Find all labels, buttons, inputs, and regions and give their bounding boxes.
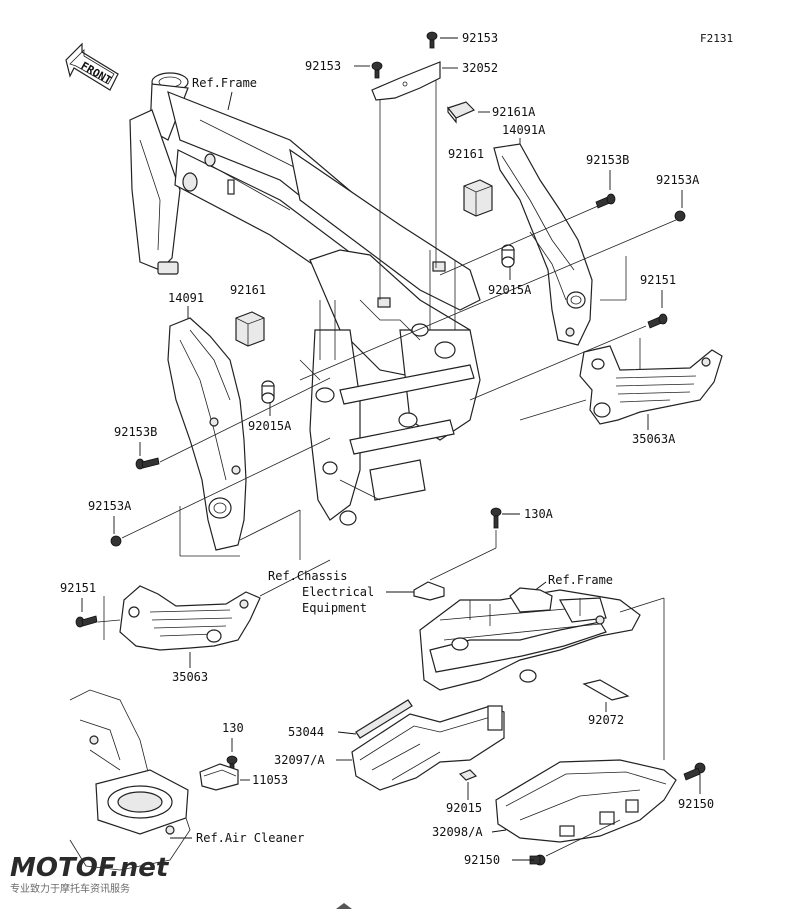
label-92072: 92072 <box>588 713 624 727</box>
label-53044: 53044 <box>288 725 324 739</box>
bolt-92153B-left <box>135 457 160 470</box>
ref-chassis-line1: Ref.Chassis <box>268 569 347 583</box>
bolt-92153-left <box>371 61 383 79</box>
pad-92161-right <box>463 179 493 217</box>
label-35063A: 35063A <box>632 432 676 446</box>
label-92015A-left: 92015A <box>248 419 292 433</box>
ref-frame-top: Ref.Frame <box>192 76 257 90</box>
footrest-bracket-35063A <box>579 345 723 425</box>
tray-32098A <box>495 759 677 843</box>
bolt-92150-right <box>683 762 706 781</box>
bolt-92150-bottom <box>529 854 546 866</box>
bracket-11053 <box>199 763 239 791</box>
label-92161-left: 92161 <box>230 283 266 297</box>
label-92153A-right: 92153A <box>656 173 700 187</box>
bolt-92153B-right <box>595 193 616 209</box>
cover-14091A <box>493 143 593 346</box>
label-92150-right: 92150 <box>678 797 714 811</box>
ref-chassis-line2: Electrical <box>302 585 374 599</box>
case-32097A <box>351 705 505 791</box>
bolt-92153A-right <box>674 210 686 222</box>
label-14091: 14091 <box>168 291 204 305</box>
label-32097A: 32097/A <box>274 753 325 767</box>
air-cleaner-housing <box>69 689 191 871</box>
label-92153B-right: 92153B <box>586 153 629 167</box>
label-11053: 11053 <box>252 773 288 787</box>
ref-air-cleaner: Ref.Air Cleaner <box>196 831 304 845</box>
scroll-up-icon <box>336 903 352 909</box>
rod-53044 <box>355 699 413 739</box>
front-arrow-icon <box>65 42 119 91</box>
label-92015A-right: 92015A <box>488 283 532 297</box>
pad-92161A <box>446 101 476 124</box>
bolt-92153A-left <box>110 535 122 547</box>
label-92015: 92015 <box>446 801 482 815</box>
bolt-92151-left <box>75 615 98 628</box>
label-92151-left: 92151 <box>60 581 96 595</box>
label-92153-left: 92153 <box>305 59 341 73</box>
label-32052: 32052 <box>462 61 498 75</box>
pad-92161-left <box>235 311 265 347</box>
label-32098A: 32098/A <box>432 825 483 839</box>
label-130A: 130A <box>524 507 554 521</box>
figure-code: F2131 <box>700 32 733 45</box>
cover-14091 <box>167 317 247 551</box>
bolt-130A <box>490 507 502 529</box>
label-92153-top: 92153 <box>462 31 498 45</box>
bolt-92151-right <box>647 313 668 329</box>
label-14091A: 14091A <box>502 123 546 137</box>
ref-chassis-line3: Equipment <box>302 601 367 615</box>
watermark: MOTOF.net 专业致力于摩托车资讯服务 <box>10 853 170 895</box>
bolt-92153-top <box>426 31 438 49</box>
rear-subframe <box>419 587 641 691</box>
label-130: 130 <box>222 721 244 735</box>
label-92153A-left: 92153A <box>88 499 132 513</box>
bracket-32052 <box>371 61 441 101</box>
label-35063: 35063 <box>172 670 208 684</box>
ref-frame-sub: Ref.Frame <box>548 573 613 587</box>
label-92161-right: 92161 <box>448 147 484 161</box>
watermark-brand: MOTOF.net <box>10 853 170 883</box>
clip-92015 <box>458 769 478 781</box>
watermark-tagline: 专业致力于摩托车资讯服务 <box>10 882 130 895</box>
main-frame-drawing <box>129 72 481 526</box>
collar-92015A-left <box>261 380 275 404</box>
label-92151-right: 92151 <box>640 273 676 287</box>
collar-92015A-right <box>501 244 515 268</box>
label-92150-bottom: 92150 <box>464 853 500 867</box>
electrical-bracket <box>413 581 445 601</box>
label-92161A: 92161A <box>492 105 536 119</box>
label-92153B-left: 92153B <box>114 425 157 439</box>
footrest-bracket-35063 <box>119 585 261 651</box>
strap-92072 <box>582 679 630 701</box>
